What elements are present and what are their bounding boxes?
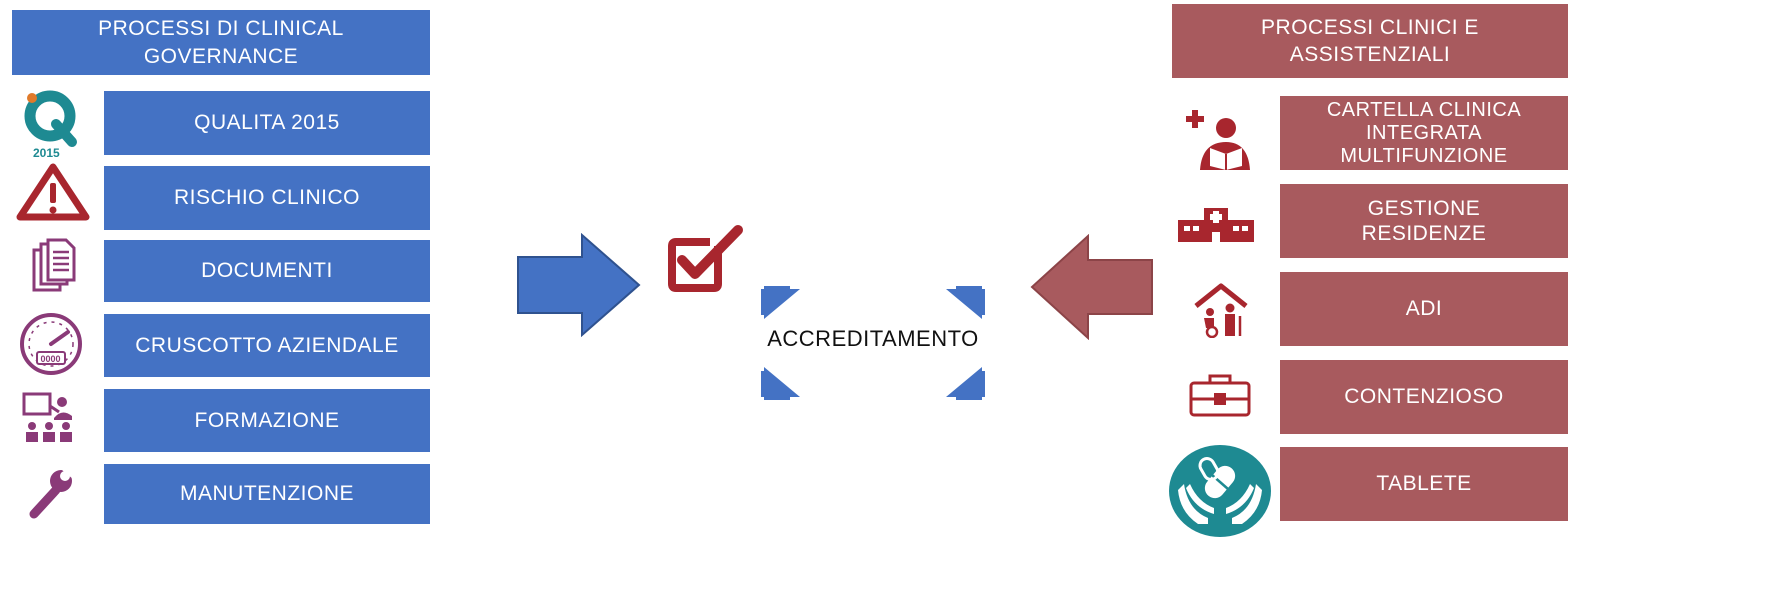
left-item-label: MANUTENZIONE bbox=[180, 482, 354, 506]
left-item-documenti[interactable]: DOCUMENTI bbox=[104, 240, 430, 302]
wrench-icon bbox=[26, 464, 76, 520]
left-item-qualita[interactable]: QUALITA 2015 bbox=[104, 91, 430, 155]
right-item-cartella-clinica[interactable]: CARTELLA CLINICA INTEGRATA MULTIFUNZIONE bbox=[1280, 96, 1568, 170]
warning-icon bbox=[16, 163, 90, 221]
right-item-contenzioso[interactable]: CONTENZIOSO bbox=[1280, 360, 1568, 434]
right-item-tablete[interactable]: TABLETE bbox=[1280, 447, 1568, 521]
left-item-label: DOCUMENTI bbox=[201, 259, 333, 283]
right-item-adi[interactable]: ADI bbox=[1280, 272, 1568, 346]
left-item-label: QUALITA 2015 bbox=[194, 111, 340, 135]
left-item-label: RISCHIO CLINICO bbox=[173, 186, 361, 210]
left-item-label: FORMAZIONE bbox=[194, 408, 340, 432]
left-item-manutenzione[interactable]: MANUTENZIONE bbox=[104, 464, 430, 524]
left-header: PROCESSI DI CLINICAL GOVERNANCE bbox=[12, 10, 430, 75]
left-item-cruscotto-aziendale[interactable]: CRUSCOTTO AZIENDALE bbox=[104, 314, 430, 377]
right-item-label: ADI bbox=[1405, 297, 1443, 321]
right-arrow-left bbox=[1030, 234, 1154, 340]
right-item-label: GESTIONE RESIDENZE bbox=[1361, 196, 1487, 245]
svg-text:2015: 2015 bbox=[33, 146, 60, 160]
documents-icon bbox=[32, 238, 76, 294]
checkbox-checked-icon bbox=[664, 222, 746, 294]
right-item-gestione-residenze[interactable]: GESTIONE RESIDENZE bbox=[1280, 184, 1568, 258]
accreditamento-label: ACCREDITAMENTO bbox=[767, 326, 979, 351]
right-header-text: PROCESSI CLINICI E ASSISTENZIALI bbox=[1261, 15, 1479, 66]
hospital-building-icon bbox=[1176, 204, 1256, 244]
focus-bracket-frame bbox=[760, 285, 986, 401]
left-item-rischio-clinico[interactable]: RISCHIO CLINICO bbox=[104, 166, 430, 230]
left-arrow-right bbox=[516, 233, 642, 337]
right-item-label: CONTENZIOSO bbox=[1344, 385, 1504, 409]
right-item-label: CARTELLA CLINICA INTEGRATA MULTIFUNZIONE bbox=[1326, 98, 1522, 167]
left-header-text: PROCESSI DI CLINICAL GOVERNANCE bbox=[98, 17, 344, 68]
left-item-formazione[interactable]: FORMAZIONE bbox=[104, 389, 430, 452]
patient-record-icon bbox=[1186, 108, 1252, 172]
training-icon bbox=[22, 392, 78, 444]
home-care-icon bbox=[1192, 282, 1250, 338]
first-aid-case-icon bbox=[1188, 374, 1252, 418]
right-header: PROCESSI CLINICI E ASSISTENZIALI bbox=[1172, 4, 1568, 78]
right-item-label: TABLETE bbox=[1376, 472, 1472, 496]
dashboard-gauge-icon: 0000 bbox=[16, 312, 86, 376]
hands-pills-icon bbox=[1168, 444, 1272, 538]
quality-2015-logo-icon: 2015 bbox=[16, 86, 88, 162]
svg-text:0000: 0000 bbox=[41, 354, 61, 364]
left-item-label: CRUSCOTTO AZIENDALE bbox=[135, 333, 399, 357]
